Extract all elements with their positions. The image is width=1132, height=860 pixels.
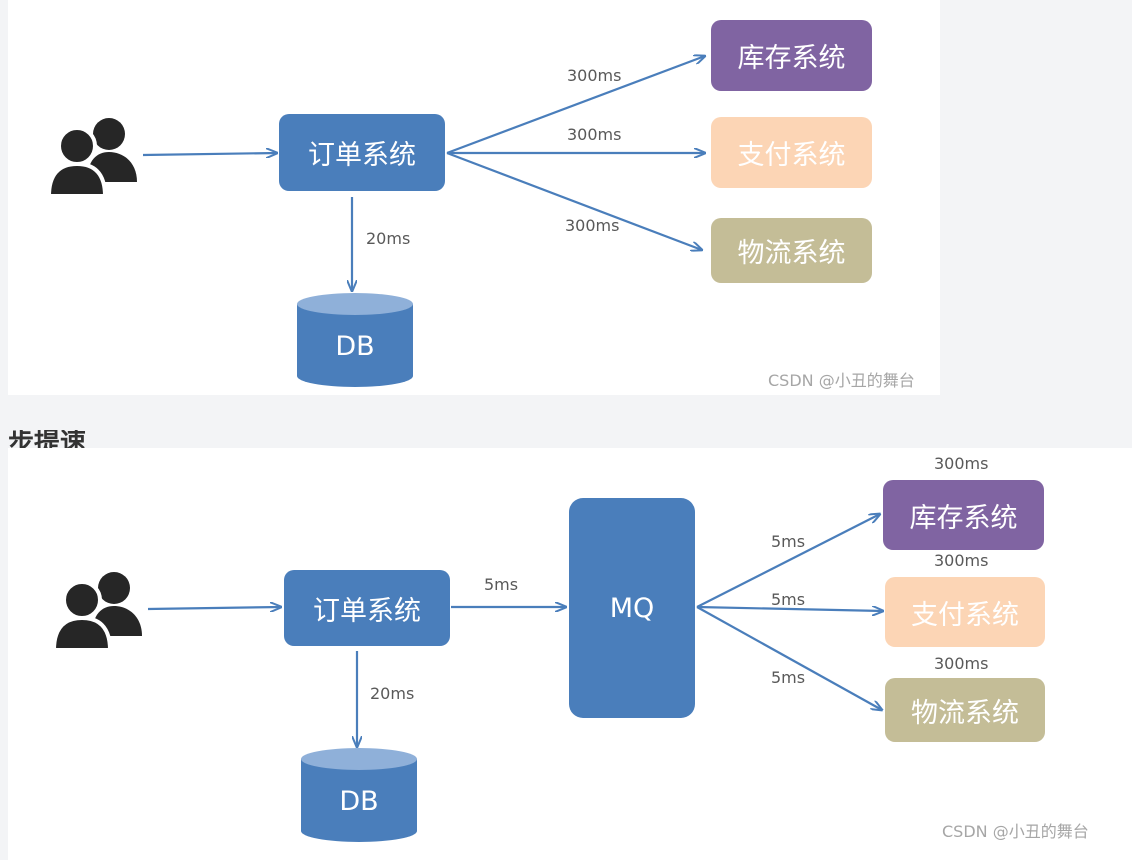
database-icon: DB: [300, 747, 418, 843]
database-icon: DB: [296, 292, 414, 388]
arrow-order-to-inventory: [446, 56, 705, 155]
mq-label: MQ: [609, 592, 655, 624]
inventory-system-label: 库存系统: [737, 43, 846, 74]
label-logistics-latency: 300ms: [565, 216, 620, 235]
label-logistics-latency-2: 300ms: [934, 654, 989, 673]
logistics-system-box-2: 物流系统: [885, 678, 1045, 742]
label-inventory-latency: 300ms: [567, 66, 622, 85]
watermark-2: CSDN @小丑的舞台: [942, 822, 1089, 841]
db-label-2: DB: [339, 785, 379, 817]
inventory-system-label-2: 库存系统: [909, 502, 1018, 534]
arrow-order-to-logistics: [446, 151, 702, 250]
label-inventory-latency-2: 300ms: [934, 454, 989, 473]
watermark: CSDN @小丑的舞台: [768, 371, 915, 390]
order-system-label-2: 订单系统: [313, 595, 421, 627]
users-icon: [47, 118, 137, 196]
arrow-users-to-order: [142, 153, 277, 155]
order-system-box: 订单系统: [279, 114, 445, 191]
logistics-system-label-2: 物流系统: [911, 697, 1019, 729]
label-payment-latency-2: 300ms: [934, 551, 989, 570]
label-db-latency: 20ms: [366, 229, 411, 248]
logistics-system-box: 物流系统: [711, 218, 872, 283]
payment-system-label-2: 支付系统: [911, 599, 1019, 631]
inventory-system-box: 库存系统: [711, 20, 872, 91]
order-system-box-2: 订单系统: [284, 570, 450, 646]
order-system-label: 订单系统: [308, 140, 416, 171]
label-mq-latency: 5ms: [484, 575, 519, 594]
db-label: DB: [335, 330, 375, 362]
users-icon: [52, 572, 142, 650]
logistics-system-label: 物流系统: [737, 238, 846, 269]
label-mq-to-logistics: 5ms: [771, 668, 806, 687]
label-db-latency-2: 20ms: [370, 684, 415, 703]
inventory-system-box-2: 库存系统: [883, 480, 1044, 550]
label-payment-latency: 300ms: [567, 125, 622, 144]
payment-system-label: 支付系统: [737, 140, 846, 171]
payment-system-box-2: 支付系统: [885, 577, 1045, 647]
payment-system-box: 支付系统: [711, 117, 872, 188]
mq-box: MQ: [569, 498, 695, 718]
label-mq-to-inventory: 5ms: [771, 532, 806, 551]
label-mq-to-payment: 5ms: [771, 590, 806, 609]
